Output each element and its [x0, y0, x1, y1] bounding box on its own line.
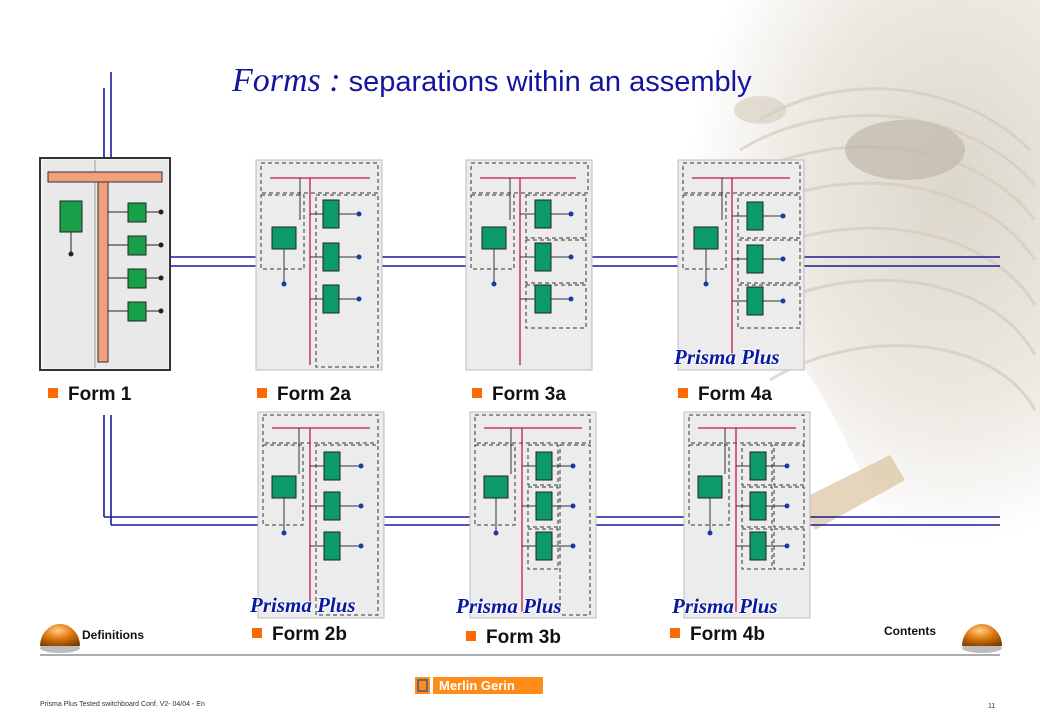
form4a-label: Form 4a [678, 384, 772, 406]
contents-button[interactable] [958, 620, 1004, 652]
prisma-plus-badge-2b: Prisma Plus [250, 593, 356, 617]
bullet-icon [670, 628, 680, 638]
form1-diagram [39, 157, 171, 371]
prisma-plus-badge-3b: Prisma Plus [456, 594, 562, 618]
page-title: Forms :separations within an assembly [232, 62, 752, 100]
contents-link[interactable]: Contents [884, 624, 936, 638]
bullet-icon [472, 388, 482, 398]
form4b-label: Form 4b [670, 624, 765, 646]
form1-label: Form 1 [48, 384, 131, 406]
form4a-diagram [677, 159, 805, 371]
prisma-plus-badge-4b: Prisma Plus [672, 594, 778, 618]
brand-name: Merlin Gerin [433, 676, 543, 694]
form2b-label: Form 2b [252, 624, 347, 646]
bullet-icon [466, 631, 476, 641]
bullet-icon [678, 388, 688, 398]
form2b-diagram [257, 411, 385, 619]
form3a-label: Form 3a [472, 384, 566, 406]
prisma-plus-badge-4a: Prisma Plus [674, 345, 780, 369]
merlin-gerin-mark-icon [415, 676, 430, 694]
bullet-icon [48, 388, 58, 398]
form3b-diagram [469, 411, 597, 619]
form3b-label: Form 3b [466, 627, 561, 649]
form3a-diagram [465, 159, 593, 371]
form4b-diagram [683, 411, 811, 619]
form2a-label: Form 2a [257, 384, 351, 406]
title-forms-word: Forms : [232, 62, 341, 99]
bullet-icon [257, 388, 267, 398]
merlin-gerin-logo: Merlin Gerin [415, 676, 543, 694]
form2a-diagram [255, 159, 383, 371]
definitions-dome-icon [40, 624, 80, 653]
page-number: 11 [988, 703, 996, 710]
definitions-link[interactable]: Definitions [82, 628, 144, 642]
definitions-button[interactable] [38, 620, 84, 652]
bullet-icon [252, 628, 262, 638]
document-reference: Prisma Plus Tested switchboard Conf. V2-… [40, 701, 205, 708]
contents-dome-icon [962, 624, 1002, 653]
title-subtitle: separations within an assembly [348, 66, 752, 98]
